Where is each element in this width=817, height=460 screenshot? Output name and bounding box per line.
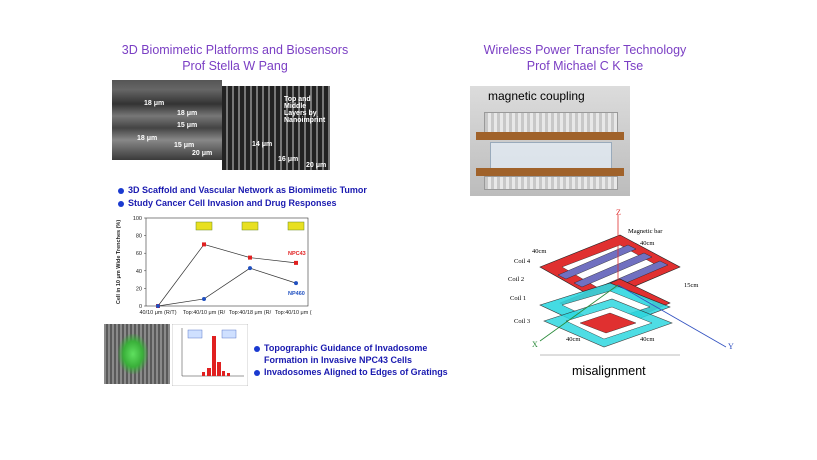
y-axis [617, 284, 727, 348]
series-line [157, 243, 297, 307]
dim-label: 40cm [532, 248, 546, 255]
offset-histogram [172, 324, 248, 386]
sem-label: 18 μm [144, 100, 165, 107]
x-tick-label: Top:40/18 μm (R/ [229, 310, 272, 316]
coil-misalignment-diagram: Z X Y Magnetic bar 40cm 40cm 15cm 40cm 4… [508, 208, 734, 356]
dim-label: 40cm [640, 336, 654, 343]
photo-label: magnetic coupling [488, 89, 585, 103]
bullet-item: Topographic Guidance of Invadosome [254, 342, 448, 354]
y-axis-label: Cell in 10 μm Wide Trenches (%) [116, 220, 122, 304]
x-tick-label: Top:40/10 μm (R/ [275, 310, 312, 316]
sem-label: 20 μm [306, 162, 327, 169]
plot-frame [145, 217, 309, 307]
axis-label-z: Z [616, 208, 621, 217]
series-label: NP460 [288, 291, 305, 297]
right-title-line1: Wireless Power Transfer Technology [483, 43, 687, 57]
substrate-icon [195, 221, 213, 231]
bullet-list-bottom: Topographic Guidance of Invadosome Forma… [254, 342, 448, 378]
magnetic-bar [573, 252, 653, 288]
substrate-icon [241, 221, 259, 231]
x-tick-label: Top:40/10 μm (R/ [183, 310, 226, 316]
substrate-icon [287, 221, 305, 231]
y-tick-label: 0 [139, 304, 142, 310]
dim-label: 15cm [684, 282, 698, 289]
y-tick-label: 60 [136, 251, 142, 257]
sem-label: 18 μm [177, 110, 198, 117]
y-tick-label: 40 [136, 269, 142, 275]
bullet-list-top: 3D Scaffold and Vascular Network as Biom… [118, 184, 367, 210]
data-point [202, 242, 206, 247]
data-point [202, 296, 206, 301]
coil-label: Coil 1 [510, 295, 526, 302]
diagram-label: misalignment [572, 364, 646, 378]
left-title: 3D Biomimetic Platforms and Biosensors P… [90, 42, 380, 74]
axis-label-y: Y [728, 342, 734, 351]
series-label: NPC43 [288, 251, 306, 257]
coil-label: Coil 3 [514, 318, 530, 325]
bullet-item: Study Cancer Cell Invasion and Drug Resp… [118, 197, 367, 210]
right-title: Wireless Power Transfer Technology Prof … [450, 42, 720, 74]
data-point [248, 255, 252, 260]
data-point [248, 266, 252, 271]
sem-label: 16 μm [278, 156, 299, 163]
axis-label-x: X [532, 340, 538, 349]
fluorescence-image [104, 324, 170, 384]
sem-label: 18 μm [137, 135, 158, 142]
copper-plate-bottom [476, 168, 624, 176]
dim-label: 40cm [640, 240, 654, 247]
left-title-line2: Prof Stella W Pang [182, 59, 288, 73]
sem-label: 20 μm [192, 150, 213, 157]
coil-label: Coil 4 [514, 258, 531, 265]
series-line [157, 267, 297, 307]
bullet-item-continued: Formation in Invasive NPC43 Cells [264, 355, 413, 365]
coil-winding-bottom [484, 176, 618, 190]
right-title-line2: Prof Michael C K Tse [526, 59, 644, 73]
dim-label: 40cm [566, 336, 580, 343]
y-tick-label: 20 [136, 286, 142, 292]
bullet-item: 3D Scaffold and Vascular Network as Biom… [118, 184, 367, 197]
bullet-item: Invadosomes Aligned to Edges of Gratings [254, 366, 448, 378]
sem-label: 15 μm [177, 122, 198, 129]
left-title-line1: 3D Biomimetic Platforms and Biosensors [121, 43, 349, 57]
coupling-photo: magnetic coupling [470, 86, 630, 196]
x-tick-label: 40/10 μm (R/T) [139, 310, 176, 316]
sem-label: 15 μm [174, 142, 195, 149]
data-point [294, 281, 298, 286]
sem-label: 14 μm [252, 141, 273, 148]
y-tick-label: 80 [136, 234, 142, 240]
y-tick-label: 100 [133, 216, 142, 222]
data-point [294, 260, 298, 265]
magnetic-bar-label: Magnetic bar [628, 228, 663, 235]
data-point [156, 304, 160, 308]
acrylic-spacer [490, 142, 612, 170]
sem-image-left: 18 μm 18 μm 15 μm 18 μm 15 μm 20 μm [112, 80, 222, 160]
coil-label: Coil 2 [508, 276, 524, 283]
cell-cluster [118, 334, 148, 374]
x-axis [539, 284, 619, 342]
magnetic-bar [557, 244, 637, 280]
copper-plate-top [476, 132, 624, 140]
